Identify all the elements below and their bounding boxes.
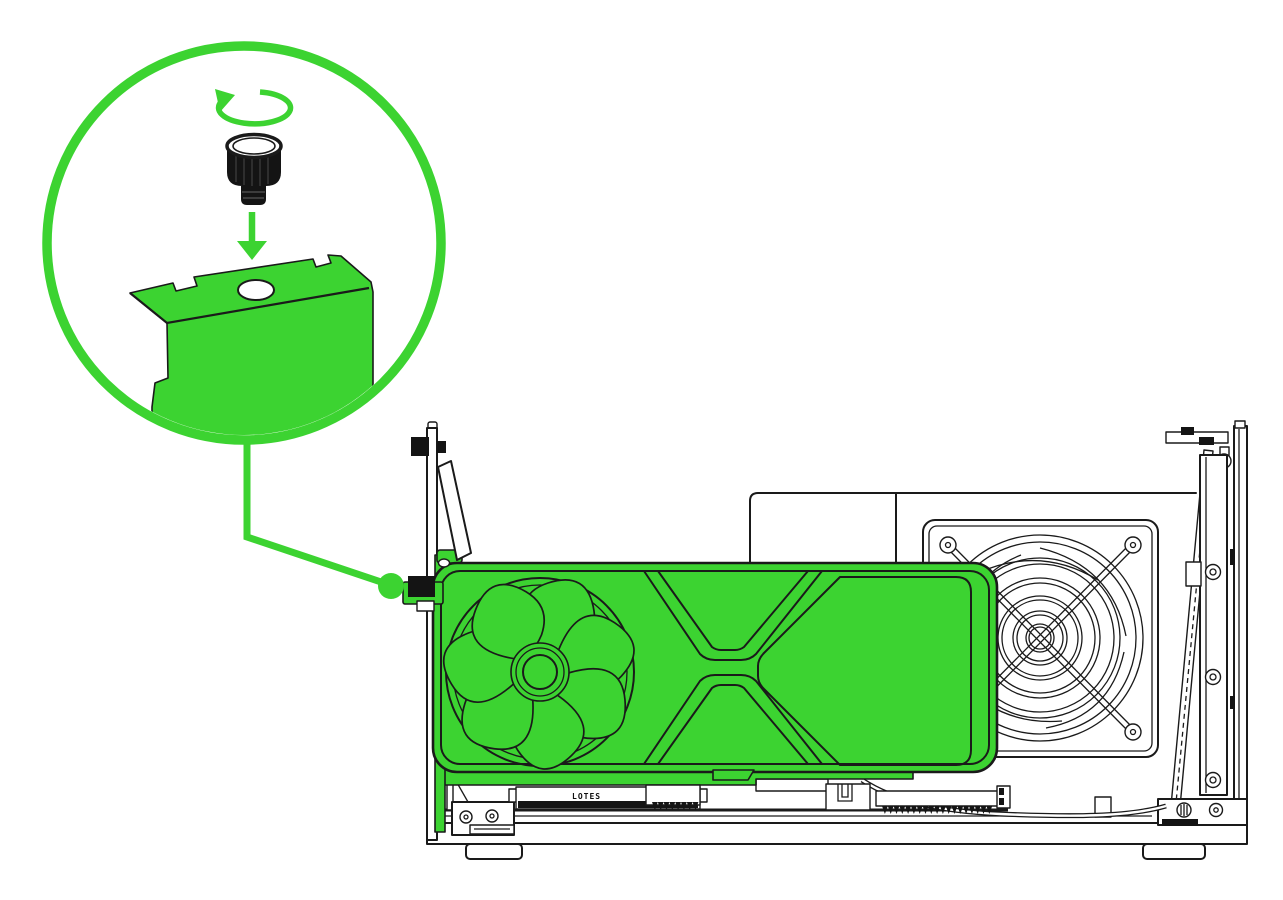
panel-notch — [1185, 561, 1202, 587]
bracket-screw-hole — [237, 279, 275, 301]
foot-right — [1142, 843, 1206, 860]
base-rail — [426, 822, 1248, 845]
psu-compartment — [749, 492, 1197, 566]
magnifier-ring — [42, 41, 446, 445]
latch-arm — [437, 460, 472, 561]
inner-side-panel — [1199, 454, 1228, 796]
bracket-thumbscrew — [402, 576, 444, 612]
slot-brand-label: LOTES — [572, 792, 601, 801]
mount-plate-right — [1157, 798, 1248, 826]
aux-connector — [825, 783, 871, 811]
gpu-shroud-x — [643, 570, 823, 765]
power-connector — [645, 784, 701, 810]
enclosure-right-wall — [1165, 420, 1248, 827]
rotation-arrow-icon — [215, 89, 294, 127]
thumbscrew — [225, 132, 283, 205]
right-wall-cap — [1234, 420, 1246, 429]
top-thumbscrew — [411, 437, 429, 456]
edge-connector — [996, 785, 1011, 809]
enclosure-base — [426, 769, 1248, 860]
gpu-bracket-detail — [129, 254, 374, 435]
callout-circle — [42, 41, 446, 445]
wall-clip — [1230, 549, 1235, 565]
right-wall — [1233, 425, 1248, 827]
gpu-bottom-tab — [712, 769, 755, 781]
gpu-fan — [437, 571, 647, 780]
foot-left — [465, 843, 523, 860]
top-right-latch — [1181, 427, 1194, 435]
down-arrow-icon — [237, 212, 267, 260]
wall-clip — [1230, 696, 1235, 709]
leader-line — [243, 441, 404, 599]
indicator-dot — [378, 573, 404, 599]
bracket-corner-screw — [437, 558, 451, 568]
gpu-fan-hub — [510, 642, 570, 702]
mount-plate-left — [446, 769, 515, 836]
panel-screw — [1204, 563, 1222, 789]
gpu-backplate-panel — [757, 576, 972, 766]
top-right-clip — [1199, 437, 1214, 445]
top-clip — [437, 441, 446, 453]
top-right-bracket — [1165, 431, 1229, 444]
gpu-card — [431, 460, 999, 833]
